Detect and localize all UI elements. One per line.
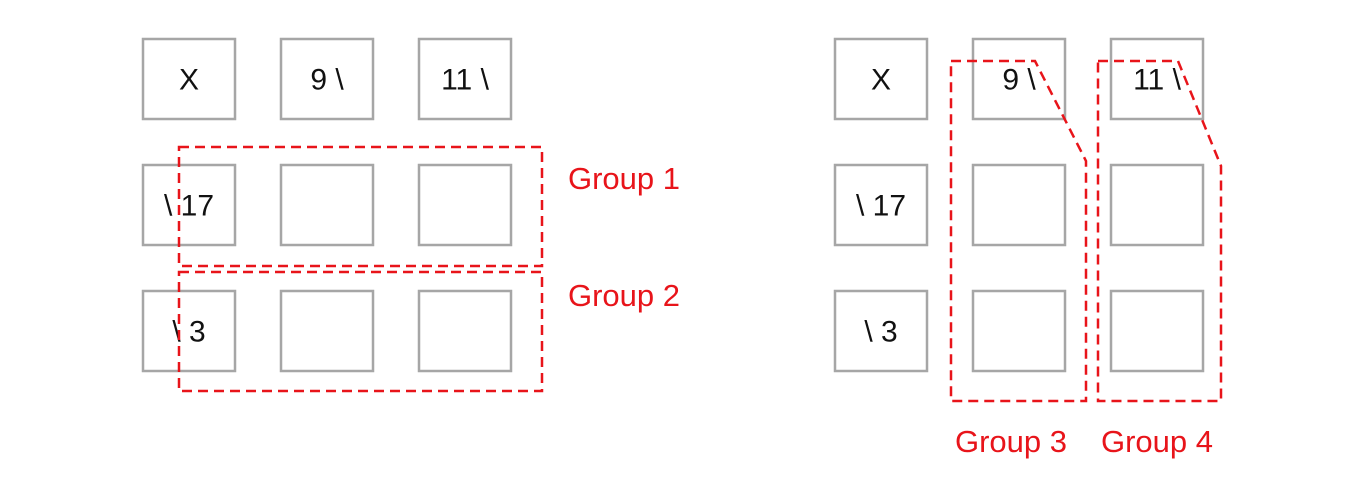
cell-label: 11 \ xyxy=(1133,64,1181,97)
left-cell-r3c1: \ 3 xyxy=(141,289,237,373)
cell-label: \ 3 xyxy=(172,316,205,349)
left-cell-r2c2 xyxy=(279,163,375,247)
left-cell-r3c2 xyxy=(279,289,375,373)
left-cell-r3c3 xyxy=(417,289,513,373)
left-cell-r1c1: X xyxy=(141,37,237,121)
right-grid: X 9 \ 11 \ \ 17 \ 3 xyxy=(833,37,1205,373)
right-cell-r3c3 xyxy=(1109,289,1205,373)
right-cell-r2c1: \ 17 xyxy=(833,163,929,247)
left-cell-r1c3: 11 \ xyxy=(417,37,513,121)
group-3-outline xyxy=(949,59,1088,403)
left-cell-r2c1: \ 17 xyxy=(141,163,237,247)
cell-label: X xyxy=(179,64,199,97)
group-3-label: Group 3 xyxy=(955,424,1067,459)
cell-label: 9 \ xyxy=(310,64,344,97)
cell-label: 9 \ xyxy=(1002,64,1036,97)
right-cell-r3c2 xyxy=(971,289,1067,373)
right-cell-r2c3 xyxy=(1109,163,1205,247)
cell-label: \ 3 xyxy=(864,316,897,349)
group-4-outline xyxy=(1096,59,1223,403)
cell-label: \ 17 xyxy=(856,190,906,223)
cell-label: \ 17 xyxy=(164,190,214,223)
cell-label: X xyxy=(871,64,891,97)
left-cell-r2c3 xyxy=(417,163,513,247)
right-cell-r2c2 xyxy=(971,163,1067,247)
right-cell-r1c2: 9 \ xyxy=(971,37,1067,121)
left-grid: X 9 \ 11 \ \ 17 \ 3 xyxy=(141,37,513,373)
right-cell-r3c1: \ 3 xyxy=(833,289,929,373)
group-2-outline xyxy=(177,270,544,393)
group-2-label: Group 2 xyxy=(568,278,680,313)
group-1-label: Group 1 xyxy=(568,161,680,196)
right-cell-r1c1: X xyxy=(833,37,929,121)
left-cell-r1c2: 9 \ xyxy=(279,37,375,121)
group-1-outline xyxy=(177,145,544,268)
cell-label: 11 \ xyxy=(441,64,489,97)
group-4-label: Group 4 xyxy=(1101,424,1213,459)
right-cell-r1c3: 11 \ xyxy=(1109,37,1205,121)
